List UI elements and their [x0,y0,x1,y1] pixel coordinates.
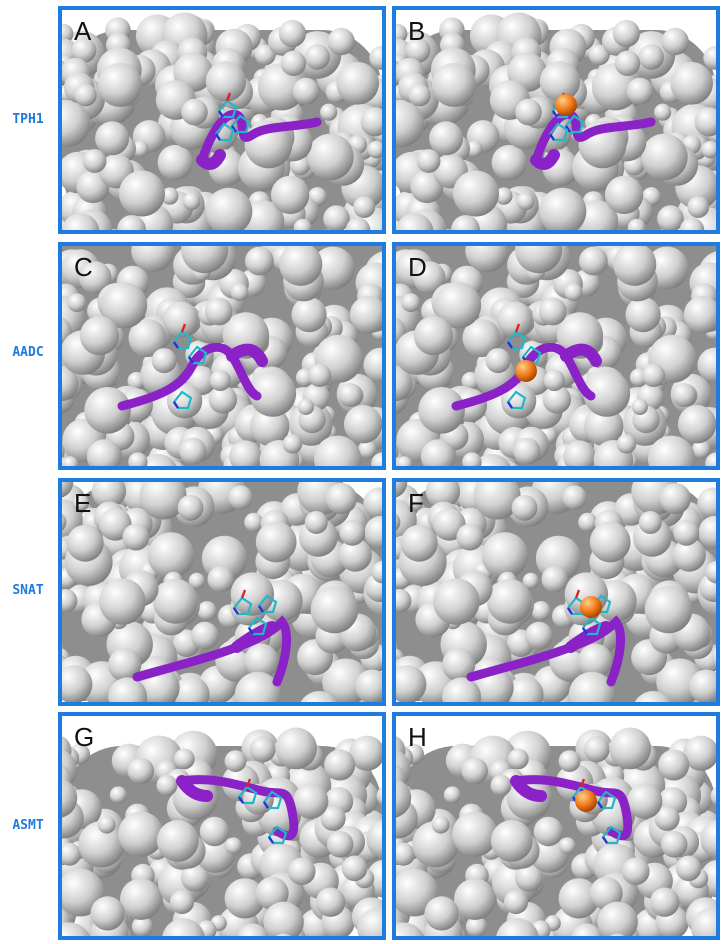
panel-letter: D [408,252,427,282]
side-chain-sticks [214,122,235,142]
side-chain-sticks [187,345,208,365]
row-label-tph1: TPH1 [12,112,44,127]
panel-e: E [58,478,386,706]
panel-letter: E [74,488,92,518]
peptide-ribbon [226,343,268,367]
row-label-aadc: AADC [12,345,44,360]
side-chain-sticks [262,790,283,810]
side-chain-sticks [564,114,585,134]
metal-ion-sphere [575,790,597,812]
peptide-ribbon [560,343,602,367]
protein-surface-image [62,482,382,702]
peptide-ribbon [451,342,596,411]
peptide-ribbon [117,342,262,411]
panel-letter: C [74,252,93,282]
side-chain-sticks [217,92,238,119]
side-chain-sticks [237,778,258,805]
protein-surface-image [396,12,716,230]
panel-c: C [58,242,386,470]
metal-ion-sphere [555,94,577,116]
peptide-ribbon [531,109,656,165]
side-chain-sticks [601,825,622,845]
panel-f: F [392,478,720,706]
side-chain-sticks [596,790,617,810]
peptide-ribbon [197,109,322,165]
side-chain-sticks [257,594,278,614]
side-chain-sticks [548,122,569,142]
side-chain-sticks [247,616,268,636]
peptide-ribbon [196,149,226,170]
side-chain-sticks [172,390,193,410]
protein-surface-image [62,246,382,466]
protein-surface-image [62,727,382,936]
peptide-ribbon [511,775,633,841]
side-chain-sticks [506,323,527,350]
panel-letter: B [408,16,426,46]
peptide-ribbon [177,775,299,841]
panel-h: H [392,712,720,940]
panel-d: D [392,242,720,470]
panel-g: G [58,712,386,940]
side-chain-sticks [506,390,527,410]
panel-b: B [392,6,720,234]
row-label-snat: SNAT [12,583,44,598]
panel-letter: A [74,16,92,46]
peptide-ribbon [510,775,547,802]
protein-surface-image [396,246,716,466]
side-chain-sticks [581,616,602,636]
panel-letter: H [408,722,427,752]
peptide-ribbon [530,149,560,170]
panel-letter: G [74,722,95,752]
side-chain-sticks [267,825,288,845]
side-chain-sticks [172,323,193,350]
side-chain-sticks [230,114,251,134]
side-chain-sticks [232,589,253,616]
metal-ion-sphere [580,596,602,618]
panel-a: A [58,6,386,234]
peptide-ribbon [176,775,213,802]
panel-letter: F [408,488,424,518]
protein-surface-image [396,482,716,702]
metal-ion-sphere [515,360,537,382]
row-label-asmt: ASMT [12,818,44,833]
protein-surface-image [396,727,716,936]
protein-surface-image [62,12,382,230]
